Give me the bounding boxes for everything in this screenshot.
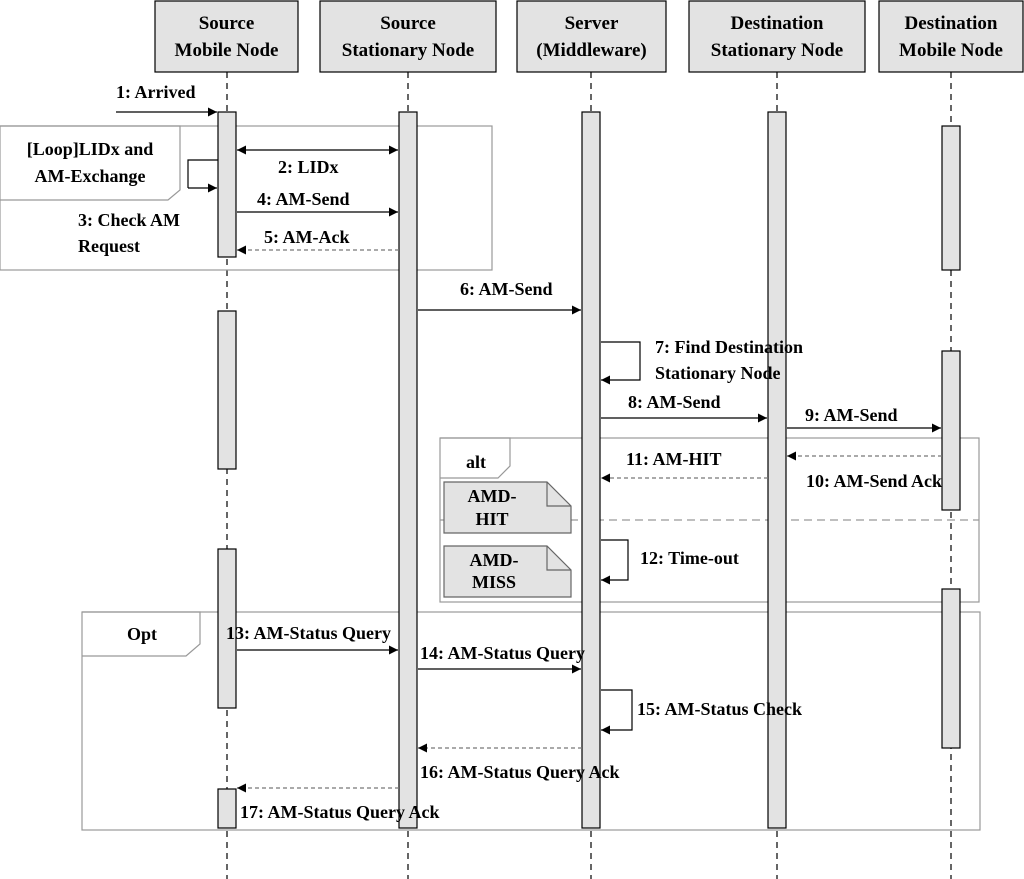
loop-label-line1: [Loop]LIDx and — [27, 139, 154, 159]
note-amd-miss-line2: MISS — [472, 572, 516, 592]
lifeline-title-line2: Stationary Node — [342, 40, 474, 61]
message-label-2: 2: LIDx — [278, 157, 339, 177]
lifeline-title-line2: Mobile Node — [175, 40, 279, 61]
lifeline-head-destination-mobile: Destination Mobile Node — [878, 0, 1024, 73]
alt-label: alt — [466, 452, 486, 472]
lifeline-title-line2: (Middleware) — [536, 40, 646, 61]
activation-source-mobile-4 — [217, 788, 237, 829]
lifeline-title-line2: Mobile Node — [899, 40, 1003, 61]
message-label-10: 10: AM-Send Ack — [806, 471, 942, 491]
activation-bars — [217, 111, 961, 829]
lifeline-head-destination-stationary: Destination Stationary Node — [688, 0, 866, 73]
message-label-11: 11: AM-HIT — [626, 449, 722, 469]
activation-server — [581, 111, 601, 829]
message-labels: 1: Arrived 2: LIDx 3: Check AM Request 4… — [78, 82, 942, 822]
note-amd-hit: AMD- HIT — [443, 481, 572, 534]
lifeline-title-line1: Destination — [731, 13, 824, 34]
message-label-6: 6: AM-Send — [460, 279, 553, 299]
message-label-8: 8: AM-Send — [628, 392, 721, 412]
activation-source-mobile-3 — [217, 548, 237, 709]
self-loop-3 — [187, 159, 218, 188]
opt-label: Opt — [127, 624, 157, 644]
message-label-9: 9: AM-Send — [805, 405, 898, 425]
activation-source-mobile-1 — [217, 111, 237, 258]
alt-fragment: alt — [439, 437, 980, 603]
message-label-5: 5: AM-Ack — [264, 227, 349, 247]
opt-fragment: Opt — [81, 611, 981, 831]
lifeline-title-line1: Server — [565, 13, 619, 34]
note-amd-hit-line2: HIT — [475, 509, 508, 529]
self-loop-15 — [601, 689, 633, 731]
message-label-7-line1: 7: Find Destination — [655, 337, 803, 357]
note-amd-miss: AMD- MISS — [443, 545, 572, 598]
message-label-3-line2: Request — [78, 236, 140, 256]
message-label-4: 4: AM-Send — [257, 189, 350, 209]
activation-source-mobile-2 — [217, 310, 237, 470]
message-label-7-line2: Stationary Node — [655, 363, 781, 383]
lifeline-head-source-stationary: Source Stationary Node — [319, 0, 497, 73]
lifeline-title-line1: Destination — [905, 13, 998, 34]
message-label-14: 14: AM-Status Query — [420, 643, 585, 663]
loop-fragment: [Loop]LIDx and AM-Exchange — [0, 125, 493, 271]
lifeline-title-line1: Source — [380, 13, 436, 34]
lifeline-title-line2: Stationary Node — [711, 40, 843, 61]
activation-destination-mobile-3 — [941, 588, 961, 749]
message-label-3-line1: 3: Check AM — [78, 210, 180, 230]
lifeline-head-server: Server (Middleware) — [516, 0, 667, 73]
message-label-16: 16: AM-Status Query Ack — [420, 762, 620, 782]
self-loop-7 — [601, 341, 641, 381]
message-label-12: 12: Time-out — [640, 548, 739, 568]
lifeline-title-line1: Source — [199, 13, 255, 34]
message-label-13: 13: AM-Status Query — [226, 623, 391, 643]
activation-destination-mobile-1 — [941, 125, 961, 271]
self-loop-12 — [601, 539, 629, 581]
activation-destination-stationary — [767, 111, 787, 829]
note-amd-hit-line1: AMD- — [468, 486, 517, 506]
activation-source-stationary — [398, 111, 418, 829]
message-label-15: 15: AM-Status Check — [637, 699, 802, 719]
message-label-17: 17: AM-Status Query Ack — [240, 802, 440, 822]
lifeline-head-source-mobile: Source Mobile Node — [154, 0, 299, 73]
message-arrows — [116, 107, 942, 793]
note-amd-miss-line1: AMD- — [470, 550, 519, 570]
loop-label-line2: AM-Exchange — [35, 166, 146, 186]
message-label-1: 1: Arrived — [116, 82, 195, 102]
activation-destination-mobile-2 — [941, 350, 961, 511]
